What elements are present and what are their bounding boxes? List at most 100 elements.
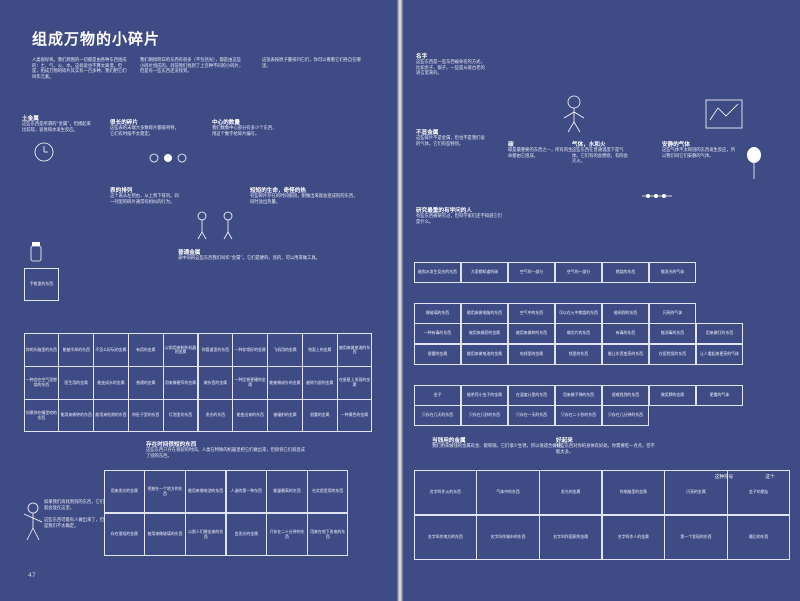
map-icon xyxy=(705,99,743,129)
section-head-r3: 碳 xyxy=(508,142,514,148)
table-cell xyxy=(414,221,462,242)
table-cell xyxy=(128,170,163,203)
future-note: 如果我们再找到别的东西，它们就会放在这里。 xyxy=(44,500,105,511)
table-cell: 名字叫作地方的东西 xyxy=(413,514,477,561)
table-cell xyxy=(743,200,791,221)
page-number: 47 xyxy=(28,572,36,579)
table-cell xyxy=(128,235,163,268)
table-cell xyxy=(743,282,791,303)
table-cell: 闪亮的气体 xyxy=(648,302,697,324)
table-cell xyxy=(414,200,462,221)
table-cell xyxy=(649,221,697,242)
table-cell: 电线里的金属 xyxy=(507,343,556,365)
table-cell: 很重的金属 xyxy=(302,398,338,433)
table-cell xyxy=(163,268,198,301)
table-cell: 大家都知道的碳 xyxy=(460,261,509,283)
table-cell xyxy=(555,282,603,303)
table-cell: 能被冷却的东西 xyxy=(58,333,94,367)
table-cell: 只存在几天的东西 xyxy=(413,405,462,427)
table-cell xyxy=(24,235,59,268)
section-head-5: 短短的生命，奇怪的热 xyxy=(250,188,306,194)
table-cell xyxy=(602,282,650,303)
table-cell: 能发光的气体 xyxy=(648,261,697,283)
table-cell: 只存在二十分钟的东西 xyxy=(266,512,308,557)
table-cell xyxy=(743,180,791,201)
intro-paragraph-3: 这张表按原子量排列它们，你可以看看它们各自在哪里。 xyxy=(262,58,361,69)
table-cell xyxy=(649,405,697,426)
table-cell xyxy=(414,180,462,201)
table-cell: 能消毒的东西 xyxy=(648,323,697,345)
table-cell xyxy=(743,364,791,385)
table-cell xyxy=(128,268,163,301)
table-cell: 在温度计里的东西 xyxy=(507,384,556,406)
table-cell xyxy=(602,364,650,385)
table-cell xyxy=(743,344,791,365)
table-cell: 用来在地下发电的东西 xyxy=(306,512,349,557)
table-cell xyxy=(232,202,267,235)
stick-figures-icon xyxy=(197,211,233,240)
table-cell: 在星星上发现的金属 xyxy=(336,366,373,400)
table-cell xyxy=(24,170,59,203)
table-cell: 以前用来制作机器的金属 xyxy=(162,333,199,367)
table-cell xyxy=(696,303,744,324)
section-text-5: 有些碎片存在的时间很短，刚做出来就会变成别的东西，同时放出热量。 xyxy=(250,194,358,205)
table-cell xyxy=(743,241,791,262)
table-cell: 空气的一部分 xyxy=(554,261,603,283)
table-cell xyxy=(267,202,302,235)
table-cell xyxy=(232,235,267,268)
table-cell xyxy=(649,180,697,201)
table-cell: 手枪里的东西 xyxy=(23,267,60,302)
table-cell xyxy=(743,323,791,344)
balloon-icon xyxy=(747,147,761,179)
section-head-2: 很长的碎片 xyxy=(110,120,138,126)
section-text-4: 这个表从左到右、从上到下排列。同一列里的碎片通常有相似的行为。 xyxy=(110,194,179,205)
table-cell: 名字叫作火的东西 xyxy=(413,469,477,516)
table-cell xyxy=(461,200,509,221)
table-cell xyxy=(24,202,59,235)
table-cell: 被称为银的金属 xyxy=(302,366,338,400)
table-cell: 被用来做电池的东西 xyxy=(336,333,373,367)
table-cell: 能量最高的东西 xyxy=(266,469,308,514)
table-cell: 会发光的金属 xyxy=(225,512,267,557)
table-cell: 名字叫作人的金属 xyxy=(601,514,665,561)
table-cell: 能和水发生反应的东西 xyxy=(413,261,462,283)
page-title: 组成万物的小碎片 xyxy=(32,30,161,48)
table-cell xyxy=(414,364,462,385)
table-cell xyxy=(508,364,556,385)
table-cell xyxy=(93,268,128,301)
section-head-r2: 不显金属 xyxy=(416,130,439,136)
table-cell xyxy=(696,262,744,283)
table-cell xyxy=(696,364,744,385)
table-cell xyxy=(555,200,603,221)
table-cell xyxy=(337,268,372,301)
table-cell xyxy=(337,301,372,334)
table-cell: 能变出来的东西 xyxy=(232,398,268,433)
table-cell: 你电脑里的金属 xyxy=(601,469,665,516)
table-cell: 第一个发现的东西 xyxy=(664,514,728,561)
particles-icon xyxy=(149,153,187,163)
table-cell xyxy=(602,241,650,262)
table-cell: 能用来做电池的金属 xyxy=(460,343,509,365)
table-cell xyxy=(414,282,462,303)
table-cell xyxy=(696,241,744,262)
table-cell: 以前人们做出来的东西 xyxy=(184,512,227,557)
section-head-1: 土金属 xyxy=(22,116,39,122)
table-cell xyxy=(302,268,337,301)
table-cell: 有毒的东西 xyxy=(601,323,650,345)
table-cell xyxy=(58,301,93,334)
table-cell xyxy=(743,303,791,324)
table-cell xyxy=(696,282,744,303)
table-cell: 可以在火中燃烧的东西 xyxy=(554,302,603,324)
intro-paragraph-2: 我们刚搞明白的东西有很多（不包括光），都是由这些小碎片组成的。目前我们找到了上百… xyxy=(140,58,244,75)
table-cell: 把放在一个地方的东西 xyxy=(144,469,186,514)
section-text-6: 表中间的这些东西我们叫作“金属”。它们是硬的、亮的，可以用来做工具。 xyxy=(178,256,320,261)
table-cell: 在医院用的东西 xyxy=(648,343,697,365)
table-cell: 金子 xyxy=(413,384,462,406)
table-cell: 最后的东西 xyxy=(726,514,791,561)
table-cell: 更重的气体 xyxy=(695,384,744,406)
section-text-1: 这些东西是所谓的“金属”，但摸起来比较软，容易和水发生反应。 xyxy=(22,122,91,133)
table-cell xyxy=(267,235,302,268)
section-text-r6: 这些气体不太和别的东西发生反应，所以我们叫它们安静的气体。 xyxy=(662,148,736,159)
table-cell: 发光的东西 xyxy=(197,398,234,433)
